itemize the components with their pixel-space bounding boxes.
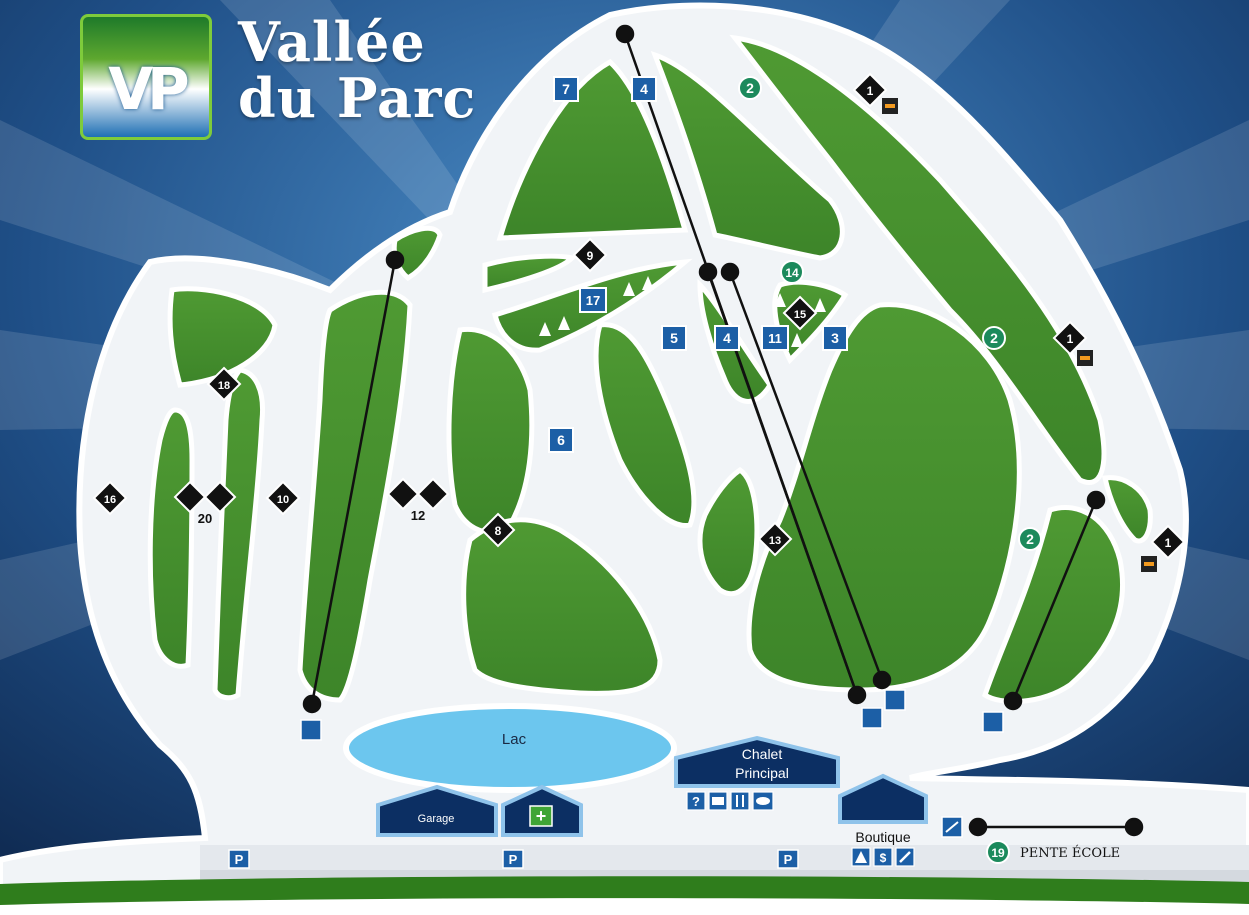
trail-marker-black[interactable]: 8 — [480, 512, 516, 548]
restaurant-icon — [730, 791, 750, 811]
rental-icon: $ — [873, 847, 893, 867]
svg-text:17: 17 — [586, 293, 600, 308]
svg-text:6: 6 — [557, 432, 565, 448]
trail-marker-blue[interactable]: 4 — [714, 325, 740, 351]
vp-logo: VP — [80, 14, 212, 140]
blue-trails: 7 4 17 5 4 11 — [548, 76, 848, 453]
svg-text:18: 18 — [218, 380, 230, 392]
lake — [343, 703, 677, 793]
svg-text:1: 1 — [867, 84, 874, 98]
trail-marker-black[interactable]: 15 — [782, 295, 818, 331]
svg-text:1: 1 — [1165, 536, 1172, 550]
parking-icon[interactable]: P — [502, 849, 524, 869]
trail-marker-black[interactable]: 1 — [852, 72, 888, 108]
school-slope-label: PENTE ÉCOLE — [1020, 845, 1120, 861]
lake-label: Lac — [502, 731, 527, 748]
svg-text:P: P — [235, 852, 244, 867]
trees-icon — [851, 847, 871, 867]
svg-text:4: 4 — [640, 81, 648, 97]
svg-text:9: 9 — [587, 249, 594, 263]
trail-marker-blue[interactable]: 5 — [661, 325, 687, 351]
trail-marker-green[interactable]: 2 — [738, 76, 762, 100]
trail-marker-black[interactable]: 18 — [206, 366, 242, 402]
trail-marker-black[interactable]: 13 — [757, 521, 793, 557]
chalet-principal-building[interactable]: Chalet Principal — [674, 735, 840, 788]
forest-areas — [147, 34, 1153, 705]
chalet-label-line2: Principal — [735, 765, 789, 781]
svg-text:5: 5 — [670, 330, 678, 346]
chair-lifts — [302, 24, 1144, 837]
svg-text:P: P — [509, 852, 518, 867]
trail-marker-black[interactable]: 1 — [1150, 524, 1186, 560]
resort-title: Vallée du Parc — [238, 14, 476, 126]
boutique-services: $ — [851, 847, 915, 867]
green-trails: 2 2 2 14 19 — [738, 76, 1042, 864]
parking-icon[interactable]: P — [777, 849, 799, 869]
logo-letters: VP — [108, 55, 189, 123]
garage-label: Garage — [418, 813, 455, 825]
tickets-icon — [708, 791, 728, 811]
resort-title-line1: Vallée — [238, 10, 426, 74]
garage-building[interactable]: Garage — [376, 784, 498, 837]
chalet-services: ? — [686, 791, 774, 811]
trail-marker-black[interactable]: 9 — [572, 237, 608, 273]
svg-text:2: 2 — [1026, 531, 1034, 547]
trail-marker-double-black[interactable]: 12 — [386, 477, 450, 523]
repair-icon — [895, 847, 915, 867]
svg-text:19: 19 — [991, 846, 1005, 860]
bottom-white-band — [0, 898, 1249, 915]
boutique-label: Boutique — [855, 829, 910, 845]
trail-marker-blue[interactable]: 11 — [761, 325, 789, 351]
svg-text:3: 3 — [831, 330, 839, 346]
trail-marker-blue[interactable]: 6 — [548, 427, 574, 453]
svg-text:P: P — [784, 852, 793, 867]
svg-text:20: 20 — [198, 511, 212, 526]
svg-text:$: $ — [880, 851, 887, 865]
ski-school-icon — [941, 816, 963, 838]
trail-marker-black[interactable]: 16 — [92, 480, 128, 516]
svg-text:?: ? — [692, 794, 700, 809]
svg-text:13: 13 — [769, 535, 781, 547]
trail-marker-black[interactable]: 1 — [1052, 320, 1088, 356]
svg-text:7: 7 — [562, 81, 570, 97]
double-black-trails: 20 12 — [173, 477, 450, 526]
svg-text:15: 15 — [794, 309, 806, 321]
trail-marker-green[interactable]: 2 — [1018, 527, 1042, 551]
svg-text:2: 2 — [990, 330, 998, 346]
svg-text:14: 14 — [785, 266, 799, 280]
trail-marker-green[interactable]: 14 — [780, 260, 804, 284]
resort-title-line2: du Parc — [238, 66, 477, 130]
trail-marker-green[interactable]: 19 — [986, 840, 1010, 864]
black-trails: 1 9 15 1 18 16 — [92, 72, 1186, 560]
trail-marker-blue[interactable]: 3 — [822, 325, 848, 351]
trail-marker-green[interactable]: 2 — [982, 326, 1006, 350]
first-aid-icon: + — [536, 806, 547, 826]
svg-text:1: 1 — [1067, 332, 1074, 346]
warming-hut-icons — [882, 98, 1157, 572]
restroom-icons — [300, 689, 1004, 741]
games-icon — [752, 791, 774, 811]
chalet-label-line1: Chalet — [742, 746, 783, 762]
svg-text:2: 2 — [746, 80, 754, 96]
boutique-building[interactable]: Boutique — [838, 773, 928, 845]
svg-text:4: 4 — [723, 330, 731, 346]
info-icon: ? — [686, 791, 706, 811]
svg-text:16: 16 — [104, 494, 116, 506]
trail-marker-blue[interactable]: 7 — [553, 76, 579, 102]
svg-text:11: 11 — [768, 331, 782, 346]
parking-icon[interactable]: P — [228, 849, 250, 869]
glade-tree-icons — [539, 276, 826, 347]
trail-marker-blue[interactable]: 17 — [579, 287, 607, 313]
trail-marker-double-black[interactable]: 20 — [173, 480, 237, 526]
trail-marker-black[interactable]: 10 — [265, 480, 301, 516]
svg-text:10: 10 — [277, 494, 289, 506]
svg-text:12: 12 — [411, 508, 425, 523]
trail-marker-blue[interactable]: 4 — [631, 76, 657, 102]
first-aid-building[interactable]: + — [501, 784, 583, 837]
svg-text:8: 8 — [495, 524, 502, 538]
